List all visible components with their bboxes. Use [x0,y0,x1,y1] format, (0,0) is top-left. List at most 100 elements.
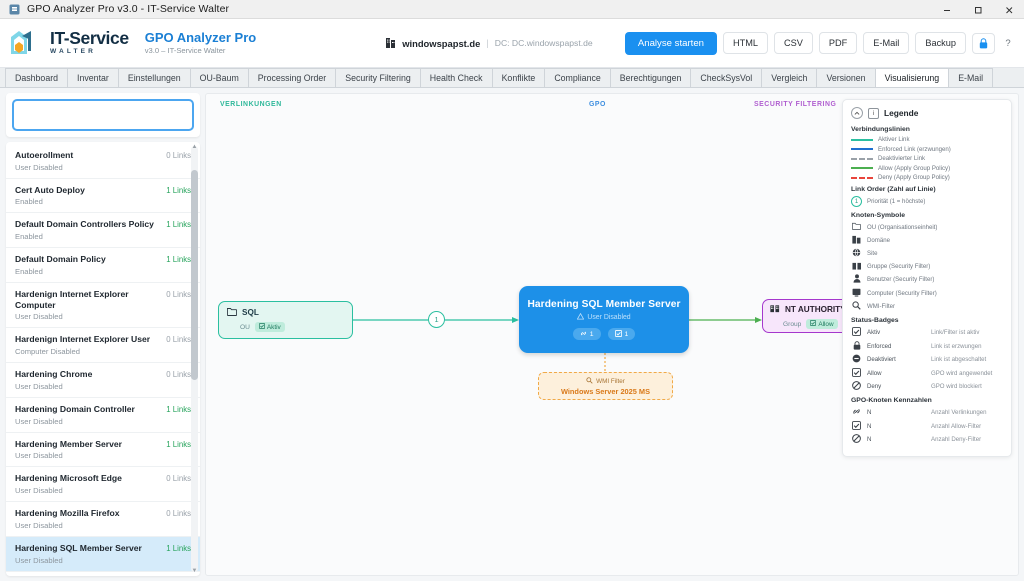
tab-ou-baum[interactable]: OU-Baum [189,68,249,87]
globe-icon [851,248,862,259]
legend-row-label: Deny (Apply Group Policy) [878,174,950,181]
legend-row-label: WMI-Filter [867,303,896,310]
gpo-list-item[interactable]: Hardening TLSEnabled1 Links [6,572,200,574]
legend-row-description: Link ist abgeschaltet [931,356,987,363]
logo-sub-text: WALTER [50,47,96,55]
tab-e-mail[interactable]: E-Mail [948,68,994,87]
check-box-icon [851,327,862,338]
legend-row-label: Site [867,250,878,257]
legend-row-label: Aktiver Link [878,136,910,143]
logo-main-text: IT-Service [50,28,129,49]
gpo-state: User Disabled [15,451,63,461]
tab-versionen[interactable]: Versionen [816,68,876,87]
maximize-button[interactable] [962,0,993,19]
gpo-name: Default Domain Policy [15,254,106,265]
wmi-filter-value: Windows Server 2025 MS [560,386,651,396]
legend-row-description: Anzahl Deny-Filter [931,436,982,443]
help-button[interactable]: ? [1001,38,1015,49]
legend-row-description: Anzahl Allow-Filter [931,422,982,430]
tab-konflikte[interactable]: Konflikte [491,68,546,87]
gpo-list-scrollbar[interactable]: ▲ ▼ [191,144,198,574]
minimize-button[interactable] [931,0,962,19]
export-pdf-button[interactable]: PDF [818,32,858,54]
analyse-starten-button[interactable]: Analyse starten [624,31,717,55]
chevron-up-icon[interactable] [851,107,863,119]
gpo-link-count: 0 Links [166,151,191,160]
scroll-up-arrow[interactable]: ▲ [191,144,198,150]
close-button[interactable] [993,0,1024,19]
legend-row-label: Computer (Security Filter) [867,289,937,297]
search-input[interactable] [12,99,194,131]
export-csv-button[interactable]: CSV [774,32,813,54]
tab-berechtigungen[interactable]: Berechtigungen [609,68,692,87]
it-service-walter-logo-icon [9,28,43,58]
minus-circle-icon [851,354,862,365]
legend-section-title: Knoten-Symbole [851,212,906,219]
tab-processing-order[interactable]: Processing Order [247,68,337,87]
app-header: IT-Service WALTER GPO Analyzer Pro v3.0 … [0,19,1024,68]
tab-inventar[interactable]: Inventar [67,68,119,87]
status-badge-allow-label: Allow [818,320,834,328]
app-icon [7,3,21,15]
gpo-link-count: 1 Links [166,220,191,230]
tab-security-filtering[interactable]: Security Filtering [335,68,421,87]
gpo-state: Enabled [15,266,43,276]
gpo-state: User Disabled [15,381,63,391]
gpo-state: Computer Disabled [15,347,80,357]
lock-icon[interactable] [972,32,995,54]
tab-health-check[interactable]: Health Check [419,68,493,87]
link-order-badge: 1 [428,311,445,328]
tab-compliance[interactable]: Compliance [544,68,611,87]
domain-icon [386,37,396,50]
wmi-filter-icon [586,376,593,386]
tab-einstellungen[interactable]: Einstellungen [117,68,191,87]
scroll-down-arrow[interactable]: ▼ [191,568,198,574]
visualization-canvas[interactable]: VERLINKUNGEN GPO SECURITY FILTERING SQL … [205,93,1019,576]
node-ou-sql[interactable]: SQL OU Aktiv [218,301,353,339]
tab-checksysvol[interactable]: CheckSysVol [690,68,763,87]
tab-vergleich[interactable]: Vergleich [761,68,818,87]
tab-visualisierung[interactable]: Visualisierung [874,68,950,87]
gpo-state: User Disabled [15,520,63,530]
gpo-name: Hardening Mozilla Firefox [15,508,120,519]
node-gpo-hardening-sql-member-server[interactable]: Hardening SQL Member Server User Disable… [519,286,689,353]
legend-row-label: Deaktiviert [867,356,896,363]
gpo-name: Hardening SQL Member Server [15,542,142,553]
gpo-state: User Disabled [15,312,63,322]
node-wmi-filter[interactable]: WMI Filter Windows Server 2025 MS [538,372,673,400]
export-email-button[interactable]: E-Mail [863,32,910,54]
legend-row-label: Aktiv [867,329,881,336]
gpo-state: Enabled [15,232,43,242]
info-icon: i [868,107,879,119]
column-header-security-filtering: SECURITY FILTERING [754,101,837,108]
legend-line-sample [851,167,873,169]
link-order-legend-badge: 1 [851,196,862,207]
gpo-link-count: 1 Links [166,439,191,449]
gpo-state: User Disabled [15,486,63,496]
legend-row-label: OU (Organisationseinheit) [867,223,938,231]
wmi-filter-icon [851,301,862,312]
window-titlebar: GPO Analyzer Pro v3.0 - IT-Service Walte… [0,0,1024,19]
gpo-list-scroll-thumb[interactable] [191,170,198,380]
export-html-button[interactable]: HTML [723,32,769,54]
backup-button[interactable]: Backup [915,32,966,54]
tab-dashboard[interactable]: Dashboard [5,68,69,87]
legend-row: Enforced Link (erzwungen) [851,146,1003,153]
legend-row-label: Domäne [867,236,891,244]
